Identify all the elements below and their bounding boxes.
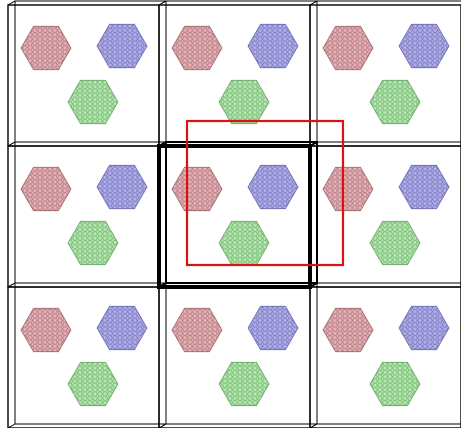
red-cluster-r0-c1: [172, 26, 222, 69]
cell-r2-c1: [159, 283, 317, 428]
green-cluster-r1-c2: [370, 221, 420, 264]
green-cluster-r1-c0: [68, 221, 118, 264]
blue-cluster-r1-c1: [248, 165, 298, 208]
blue-cluster-r1-c2: [399, 165, 449, 208]
blue-cluster-r2-c1: [248, 306, 298, 349]
cell-front-face: [8, 146, 159, 287]
green-cluster-r1-c1: [219, 221, 269, 264]
cell-r2-c0: [8, 283, 166, 428]
green-cluster-hexagon: [68, 221, 118, 264]
red-cluster-hexagon: [172, 26, 222, 69]
green-cluster-hexagon: [219, 362, 269, 405]
green-cluster-hexagon: [68, 80, 118, 123]
cell-r1-c0: [8, 142, 166, 287]
green-cluster-r0-c0: [68, 80, 118, 123]
blue-cluster-r0-c0: [97, 24, 147, 67]
cell-r0-c1: [159, 1, 317, 146]
blue-cluster-r0-c2: [399, 24, 449, 67]
green-cluster-hexagon: [370, 221, 420, 264]
red-cluster-hexagon: [323, 308, 373, 351]
cell-r0-c2: [310, 1, 461, 146]
green-cluster-r2-c0: [68, 362, 118, 405]
green-cluster-r2-c1: [219, 362, 269, 405]
red-cluster-hexagon: [21, 308, 71, 351]
blue-cluster-hexagon: [399, 306, 449, 349]
green-cluster-r0-c1: [219, 80, 269, 123]
green-cluster-hexagon: [370, 80, 420, 123]
green-cluster-hexagon: [68, 362, 118, 405]
blue-cluster-hexagon: [97, 306, 147, 349]
blue-cluster-hexagon: [97, 24, 147, 67]
red-cluster-r1-c1: [172, 167, 222, 210]
red-cluster-r2-c1: [172, 308, 222, 351]
blue-cluster-r2-c2: [399, 306, 449, 349]
red-cluster-r0-c0: [21, 26, 71, 69]
cell-front-face: [310, 5, 461, 146]
red-cluster-r1-c2: [323, 167, 373, 210]
blue-cluster-hexagon: [399, 24, 449, 67]
green-cluster-r2-c2: [370, 362, 420, 405]
red-cluster-hexagon: [323, 26, 373, 69]
blue-cluster-hexagon: [248, 165, 298, 208]
blue-cluster-hexagon: [399, 165, 449, 208]
clusters-layer: [21, 24, 449, 405]
green-cluster-hexagon: [219, 221, 269, 264]
blue-cluster-hexagon: [248, 306, 298, 349]
blue-cluster-hexagon: [248, 24, 298, 67]
cell-front-face: [310, 287, 461, 428]
cell-front-face: [159, 287, 310, 428]
blue-cluster-r0-c1: [248, 24, 298, 67]
red-cluster-r1-c0: [21, 167, 71, 210]
red-cluster-hexagon: [172, 167, 222, 210]
red-cluster-r2-c0: [21, 308, 71, 351]
cell-front-face: [159, 5, 310, 146]
red-cluster-hexagon: [21, 26, 71, 69]
red-cluster-hexagon: [172, 308, 222, 351]
blue-cluster-r2-c0: [97, 306, 147, 349]
green-cluster-hexagon: [370, 362, 420, 405]
blue-cluster-hexagon: [97, 165, 147, 208]
cell-front-face: [8, 5, 159, 146]
cell-front-face: [8, 287, 159, 428]
blue-cluster-r1-c0: [97, 165, 147, 208]
red-cluster-r2-c2: [323, 308, 373, 351]
red-cluster-r0-c2: [323, 26, 373, 69]
red-cluster-hexagon: [323, 167, 373, 210]
cell-r2-c2: [310, 283, 461, 428]
cell-r0-c0: [8, 1, 166, 146]
green-cluster-hexagon: [219, 80, 269, 123]
red-cluster-hexagon: [21, 167, 71, 210]
green-cluster-r0-c2: [370, 80, 420, 123]
